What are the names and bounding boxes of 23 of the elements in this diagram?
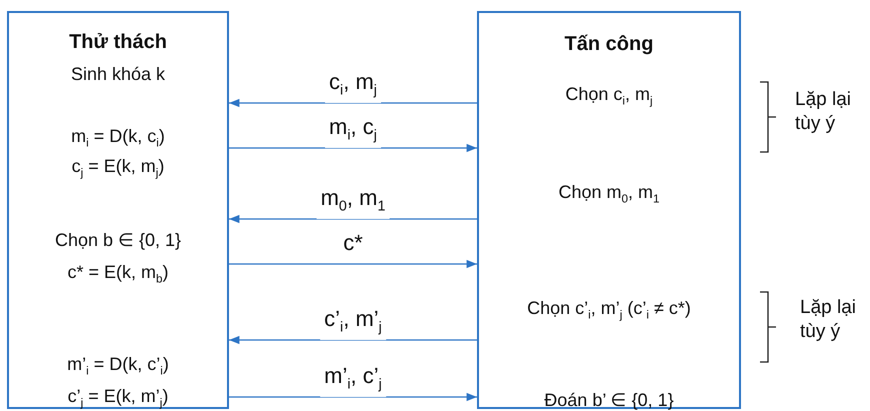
party-heading: Tấn công xyxy=(564,33,654,55)
arrow xyxy=(229,144,477,152)
arrow xyxy=(229,214,477,224)
step-text: m’$_{i}$ = D(k, c’$_{i}$) xyxy=(67,353,169,380)
step-text: Đoán b’ ∈ {0, 1} xyxy=(544,389,674,411)
step-text: Chọn c’$_{i}$, m’$_{j}$ (c’$_{i}$ ≠ c*) xyxy=(527,297,691,324)
adversary-box xyxy=(477,11,741,409)
arrow xyxy=(229,260,477,268)
challenger-box xyxy=(7,11,229,409)
arrow xyxy=(229,98,477,108)
step-text: Chọn m$_{0}$, m$_{1}$ xyxy=(558,181,660,208)
step-text: Sinh khóa k xyxy=(70,63,166,85)
arrow xyxy=(229,336,477,344)
step-text: c$_{j}$ = E(k, m$_{j}$) xyxy=(72,155,164,182)
step-text: m$_{i}$ = D(k, c$_{i}$) xyxy=(71,125,165,152)
step-text: c* = E(k, m$_{b}$) xyxy=(67,261,169,288)
step-text: c’$_{j}$ = E(k, m’$_{j}$) xyxy=(68,385,168,411)
party-heading: Thử thách xyxy=(69,31,167,53)
step-text: Chọn c$_{i}$, m$_{j}$ xyxy=(565,83,653,110)
note-text: Lặp lại tùy ý xyxy=(800,296,857,344)
step-text: Chọn b ∈ {0, 1} xyxy=(54,229,182,251)
arrow xyxy=(229,392,477,402)
note-text: Lặp lại tùy ý xyxy=(795,88,852,136)
